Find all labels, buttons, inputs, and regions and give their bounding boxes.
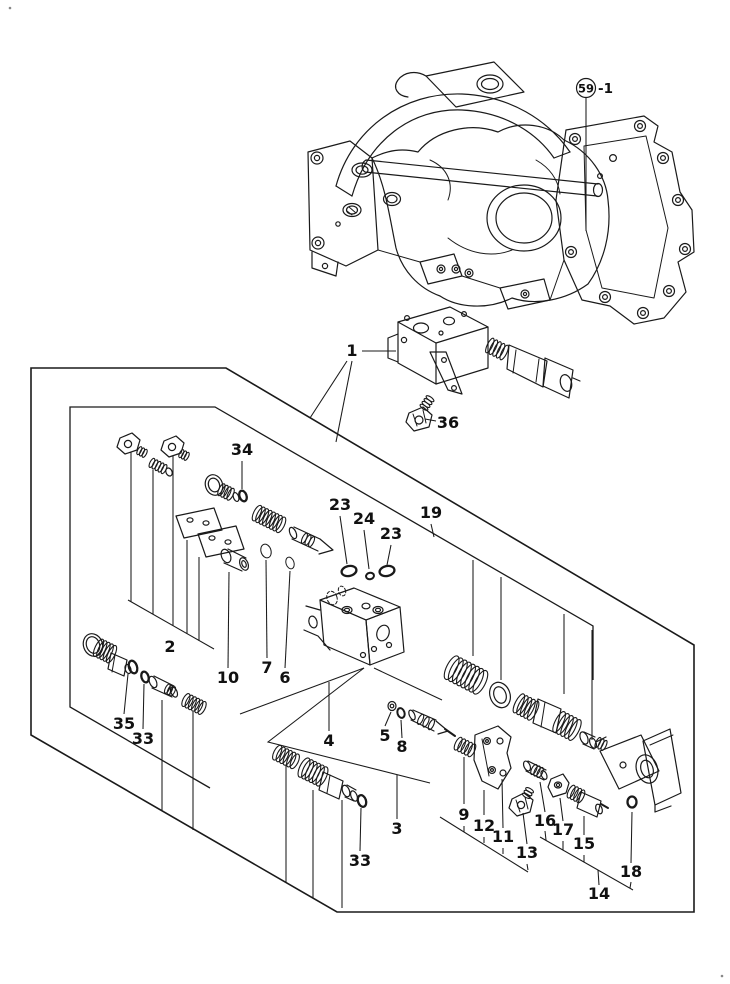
part-o-ring xyxy=(340,564,358,578)
callout-1: 1 xyxy=(346,341,357,360)
callout-4: 4 xyxy=(323,731,334,750)
exploded-view-border xyxy=(30,367,695,913)
part-spring xyxy=(443,655,489,695)
part-washer xyxy=(489,681,511,709)
callout-17: 17 xyxy=(552,820,574,839)
callout-6: 6 xyxy=(279,668,290,687)
ref-suffix: -1 xyxy=(598,81,613,97)
part-ring xyxy=(285,556,295,570)
part-plate xyxy=(197,525,245,558)
part-spool xyxy=(408,709,456,737)
part-o-ring xyxy=(378,564,396,578)
part-hex-nut xyxy=(547,773,570,798)
valve-body-drawing xyxy=(303,585,405,666)
callout-18: 18 xyxy=(620,862,642,881)
outer-border xyxy=(30,367,695,913)
part-threaded-plug xyxy=(297,757,359,802)
part-grub-screw xyxy=(387,700,397,712)
part-o-ring xyxy=(396,707,406,719)
part-o-ring xyxy=(140,670,150,684)
bolt-36-drawing xyxy=(405,395,435,432)
callout-33-b: 33 xyxy=(349,851,371,870)
part-plate xyxy=(175,507,223,539)
part-spring xyxy=(272,744,300,770)
part-o-ring xyxy=(356,794,368,808)
callout-12: 12 xyxy=(473,816,495,835)
part-spring xyxy=(251,504,287,534)
callout-36: 36 xyxy=(437,413,459,432)
callout-13: 13 xyxy=(516,843,538,862)
callout-11: 11 xyxy=(492,827,514,846)
part-plug xyxy=(204,474,240,503)
part-bushing xyxy=(220,548,250,572)
callout-16: 16 xyxy=(534,811,556,830)
callout-3: 3 xyxy=(391,819,402,838)
part-spring xyxy=(181,693,207,715)
callout-19: 19 xyxy=(420,503,442,522)
part-ring xyxy=(260,543,272,559)
callout-23-a: 23 xyxy=(329,495,351,514)
part-stud xyxy=(148,457,173,477)
part-hex-bolt xyxy=(160,435,190,461)
callout-34: 34 xyxy=(231,440,253,459)
callout-23-b: 23 xyxy=(380,524,402,543)
ref-circle xyxy=(575,77,597,99)
part-o-ring xyxy=(238,489,248,503)
inner-border xyxy=(69,406,594,789)
part-plug xyxy=(82,633,132,677)
valve-assembly-drawing xyxy=(387,306,581,399)
callout-35: 35 xyxy=(113,714,135,733)
part-bushing xyxy=(148,675,179,698)
part-o-ring xyxy=(365,571,375,581)
part-o-ring xyxy=(127,659,139,675)
ref-callout-59-1: 59 -1 xyxy=(575,77,613,231)
callout-24: 24 xyxy=(353,509,375,528)
part-threaded-rod xyxy=(566,784,609,818)
page-dot xyxy=(720,974,724,978)
leader-lines xyxy=(123,350,634,908)
callout-10: 10 xyxy=(217,668,239,687)
callout-8: 8 xyxy=(396,737,407,756)
callout-9: 9 xyxy=(458,805,469,824)
part-hex-bolt xyxy=(116,432,148,458)
part-small-valve xyxy=(522,760,548,781)
callout-33-a: 33 xyxy=(132,729,154,748)
part-nut xyxy=(626,795,638,809)
callout-5: 5 xyxy=(379,726,390,745)
part-solenoid-valve xyxy=(594,728,682,813)
part-bracket-plate xyxy=(473,725,512,790)
solenoid-threads xyxy=(485,337,509,361)
callout-7: 7 xyxy=(261,658,272,677)
ref-number: 59 xyxy=(578,82,594,96)
callout-14: 14 xyxy=(588,884,610,903)
exploded-parts xyxy=(82,432,682,818)
callout-2: 2 xyxy=(164,637,175,656)
part-poppet xyxy=(288,526,334,555)
part-spring xyxy=(453,736,477,758)
part-threaded-fitting xyxy=(512,693,598,750)
page-dot xyxy=(8,6,12,10)
part-socket-bolt xyxy=(508,786,535,817)
callout-labels: 1 36 34 23 24 23 19 2 10 7 6 35 33 4 5 8… xyxy=(113,341,642,903)
callout-15: 15 xyxy=(573,834,595,853)
housing-drawing xyxy=(307,61,695,325)
